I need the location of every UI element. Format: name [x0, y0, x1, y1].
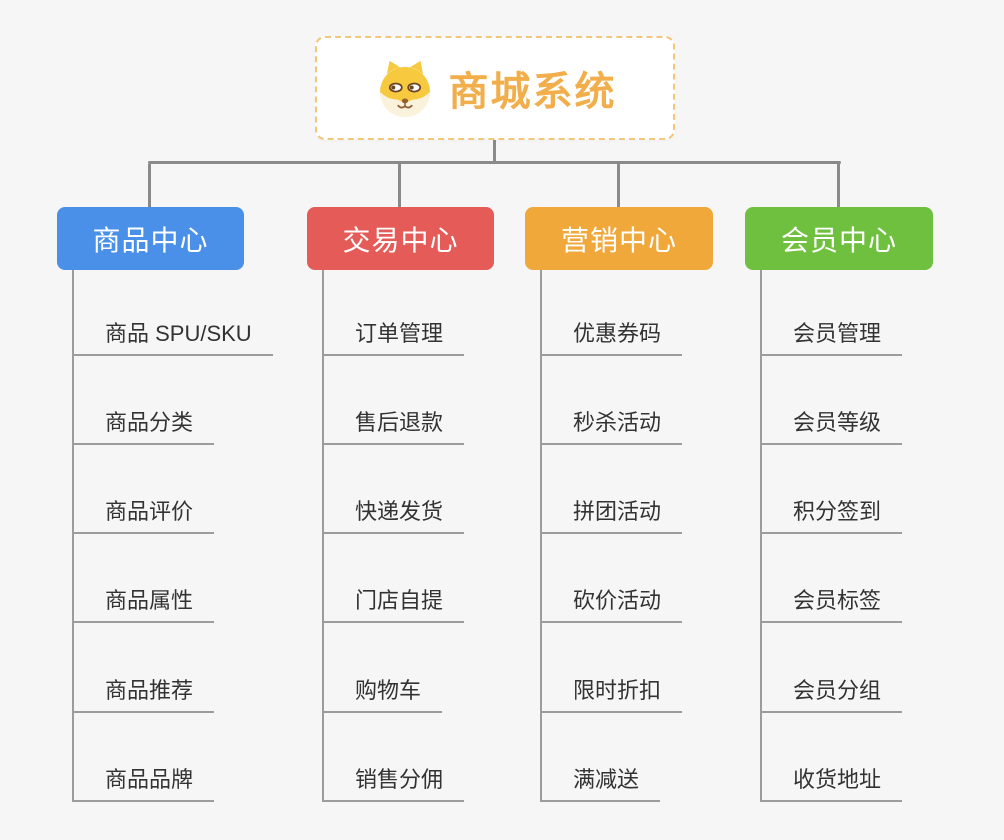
- branch-item[interactable]: 商品 SPU/SKU: [72, 320, 273, 356]
- branch-header-member[interactable]: 会员中心: [745, 207, 933, 270]
- branch-header-goods[interactable]: 商品中心: [57, 207, 244, 270]
- branch-item[interactable]: 订单管理: [322, 320, 465, 356]
- branch-item[interactable]: 满减送: [540, 766, 661, 802]
- branch-connector-line: [760, 270, 762, 800]
- connector-drop-member: [837, 164, 840, 207]
- shiba-dog-icon: [379, 60, 430, 118]
- branch-trade-center: 交易中心 订单管理 售后退款 快递发货 门店自提 购物车 销售分佣: [307, 0, 567, 840]
- branch-item[interactable]: 门店自提: [322, 587, 465, 623]
- branch-goods-center: 商品中心 商品 SPU/SKU 商品分类 商品评价 商品属性 商品推荐 商品品牌: [57, 0, 317, 840]
- branch-item[interactable]: 限时折扣: [540, 677, 683, 713]
- branch-header-trade[interactable]: 交易中心: [307, 207, 494, 270]
- root-title: 商城系统: [448, 70, 617, 114]
- branch-item[interactable]: 优惠券码: [540, 320, 683, 356]
- connector-root-stub: [493, 140, 496, 162]
- branch-header-marketing[interactable]: 营销中心: [525, 207, 713, 270]
- branch-item[interactable]: 商品品牌: [72, 766, 215, 802]
- branch-item[interactable]: 快递发货: [322, 498, 465, 534]
- branch-item[interactable]: 会员标签: [760, 587, 903, 623]
- branch-item[interactable]: 秒杀活动: [540, 409, 683, 445]
- connector-drop-trade: [398, 164, 401, 207]
- root-node[interactable]: 商城系统: [315, 36, 675, 140]
- branch-item[interactable]: 会员分组: [760, 677, 903, 713]
- branch-connector-line: [540, 270, 542, 800]
- branch-marketing-center: 营销中心 优惠券码 秒杀活动 拼团活动 砍价活动 限时折扣 满减送: [525, 0, 785, 840]
- connector-horizontal: [148, 161, 841, 164]
- branch-member-center: 会员中心 会员管理 会员等级 积分签到 会员标签 会员分组 收货地址: [745, 0, 1004, 840]
- connector-drop-marketing: [617, 164, 620, 207]
- branch-item[interactable]: 商品推荐: [72, 677, 215, 713]
- branch-item[interactable]: 砍价活动: [540, 587, 683, 623]
- branch-item[interactable]: 商品分类: [72, 409, 215, 445]
- branch-item[interactable]: 商品评价: [72, 498, 215, 534]
- branch-item[interactable]: 会员管理: [760, 320, 903, 356]
- branch-connector-line: [72, 270, 74, 800]
- branch-item[interactable]: 会员等级: [760, 409, 903, 445]
- branch-item[interactable]: 收货地址: [760, 766, 903, 802]
- connector-drop-goods: [148, 164, 151, 207]
- branch-item[interactable]: 商品属性: [72, 587, 215, 623]
- branch-item[interactable]: 积分签到: [760, 498, 903, 534]
- branch-item[interactable]: 拼团活动: [540, 498, 683, 534]
- branch-item[interactable]: 购物车: [322, 677, 443, 713]
- branch-connector-line: [322, 270, 324, 800]
- branch-item[interactable]: 销售分佣: [322, 766, 465, 802]
- branch-item[interactable]: 售后退款: [322, 409, 465, 445]
